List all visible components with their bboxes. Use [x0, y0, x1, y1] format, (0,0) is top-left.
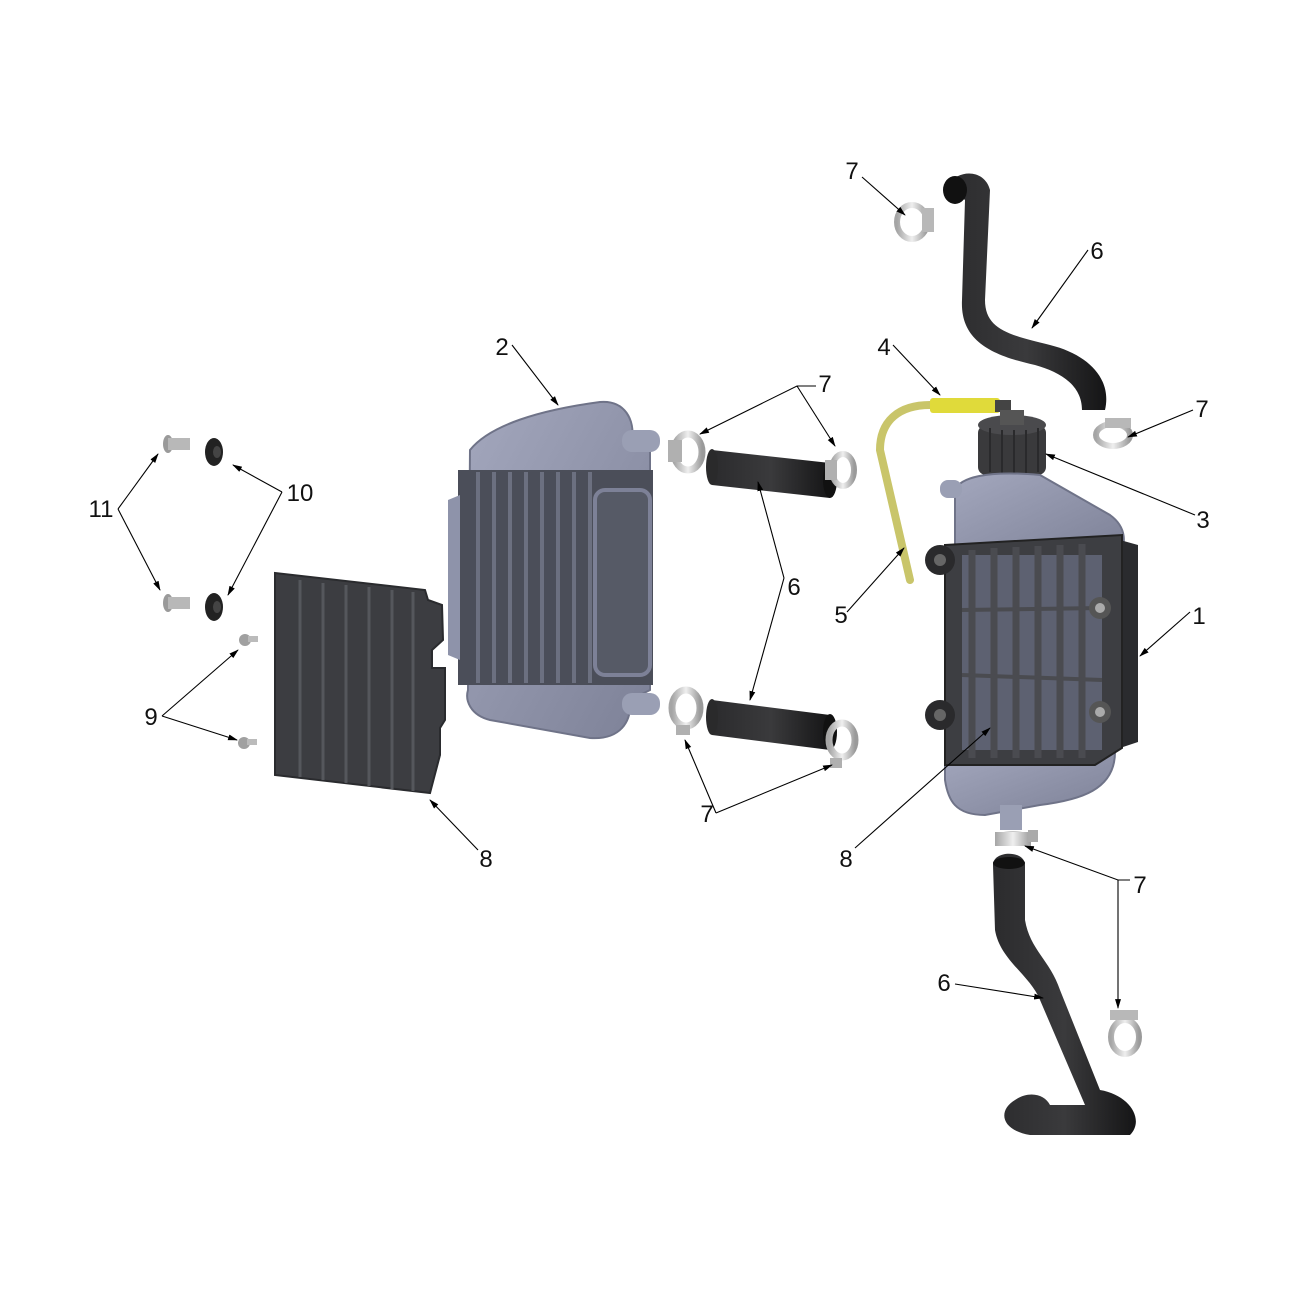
guard-screw-bottom: [238, 737, 257, 749]
clamp-upper-hose-top: [894, 202, 934, 242]
callout-8-right-guard: 8: [839, 846, 853, 873]
clamp-crossover-bottom-right: [825, 719, 859, 768]
callout-2: 2: [495, 334, 509, 361]
upper-hose: [943, 173, 1107, 410]
callout-4: 4: [877, 334, 891, 361]
clamp-lower-hose-bottom: [1108, 1010, 1142, 1057]
louver-guard-left: [274, 571, 446, 795]
callout-8-left-guard: 8: [479, 846, 493, 873]
mounting-bushing-top: [163, 435, 190, 453]
callout-3: 3: [1196, 507, 1210, 534]
lower-hose: [993, 853, 1136, 1135]
grommet-top: [205, 438, 223, 466]
guard-screw-top: [239, 634, 258, 646]
callout-9: 9: [144, 704, 158, 731]
radiator-left: [448, 400, 660, 740]
clamp-crossover-bottom-left: [668, 686, 704, 735]
callout-6-crossover: 6: [787, 574, 801, 601]
callout-10: 10: [286, 480, 314, 507]
leader-lines: [117, 176, 1196, 1009]
louver-guard-right: [925, 533, 1123, 766]
crossover-hose-top: [706, 449, 837, 498]
crossover-hose-bottom: [706, 699, 837, 750]
callout-6-lower: 6: [937, 970, 951, 997]
clamp-crossover-top-right: [825, 451, 857, 489]
radiator-right: [940, 472, 1138, 830]
grommet-bottom: [205, 593, 223, 621]
callout-11: 11: [88, 496, 114, 523]
callout-6-upper: 6: [1090, 238, 1104, 265]
clamp-upper-hose-bottom: [1093, 418, 1133, 449]
callout-7-upper-bottom: 7: [1195, 396, 1209, 423]
callout-7-crossover-bottom: 7: [700, 801, 714, 828]
callout-7-lower: 7: [1133, 872, 1147, 899]
callout-7-upper-top: 7: [845, 158, 859, 185]
callout-5: 5: [834, 602, 848, 629]
callout-7-crossover-top: 7: [818, 371, 832, 398]
clamp-lower-hose-top: [995, 830, 1038, 846]
mounting-bushing-bottom: [163, 594, 190, 612]
overflow-tube: [875, 398, 1011, 584]
callout-1: 1: [1192, 603, 1206, 630]
clamp-crossover-top-left: [668, 430, 706, 474]
radiator-cap: [978, 410, 1046, 475]
